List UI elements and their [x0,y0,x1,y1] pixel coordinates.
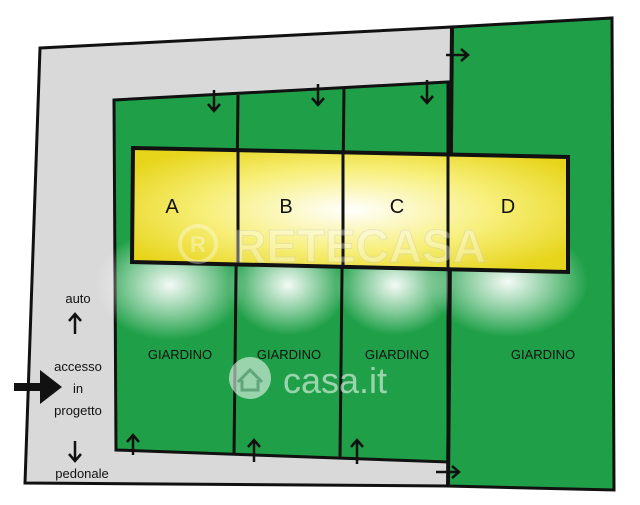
divider-bc [338,87,346,459]
label-access-line1: accesso [54,359,102,374]
casa-watermark: casa.it [229,357,387,401]
arrow-down-icon [311,84,325,107]
arrow-down-icon [420,80,434,105]
unit-label-b: B [279,196,292,218]
arrow-right-icon [446,48,470,62]
building [129,145,570,275]
arrow-up-icon [247,438,261,462]
label-access-line2: in [73,381,83,396]
svg-text:R: R [190,232,206,257]
arrow-right-icon [436,465,461,479]
entrance-arrow-icon [14,370,62,404]
retecasa-text: RETECASA [233,220,486,272]
arrow-up-icon [126,433,140,455]
label-auto: auto [65,291,90,306]
label-pedestrian: pedonale [55,466,109,481]
arrow-up-icon [68,312,82,334]
arrow-up-icon [350,438,364,464]
unit-label-a: A [165,196,179,218]
label-access-line3: progetto [54,403,102,418]
garden-label-a: GIARDINO [148,347,212,362]
arrow-down-icon [68,441,82,463]
garden-label-c: GIARDINO [365,347,429,362]
garden-label-d: GIARDINO [511,347,575,362]
casa-text: casa.it [283,360,387,401]
arrow-down-icon [207,90,221,113]
unit-label-c: C [390,196,404,218]
garden-label-b: GIARDINO [257,347,321,362]
retecasa-watermark: R RETECASA [178,220,487,273]
unit-label-d: D [501,196,515,218]
